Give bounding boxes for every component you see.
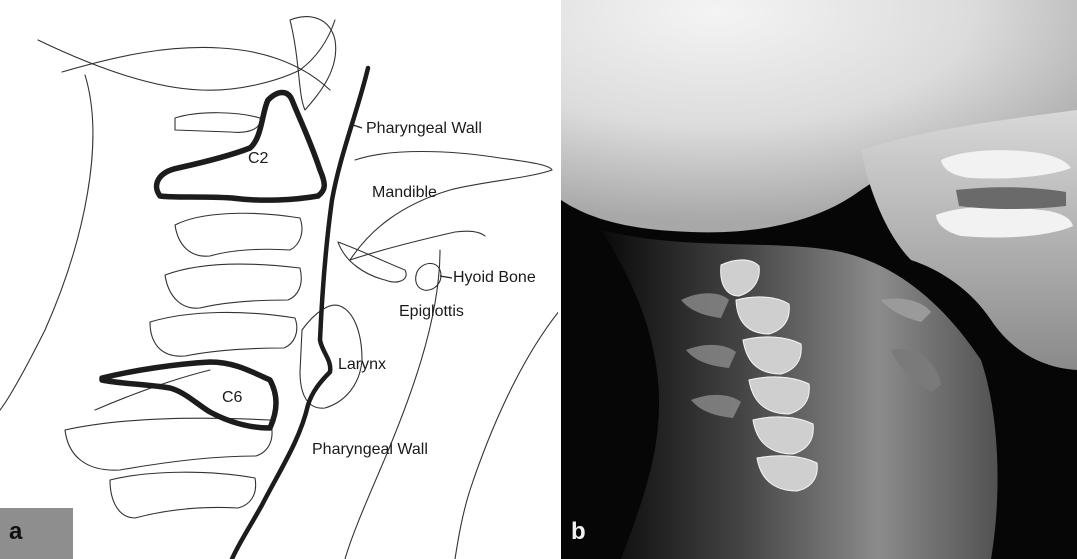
label-larynx: Larynx — [338, 356, 386, 374]
mandible-outline — [350, 152, 552, 261]
c2-bold-outline — [157, 93, 325, 201]
xray-panel-b: b — [561, 0, 1077, 559]
t1-body — [110, 472, 256, 518]
hyoid-leader — [440, 276, 452, 278]
c5-body — [150, 312, 297, 356]
anterior-neck-contour — [345, 250, 440, 559]
panel-b-tag: b — [571, 518, 586, 546]
label-mandible: Mandible — [372, 184, 437, 202]
panel-a-tag: a — [9, 518, 22, 546]
label-pharyngeal-wall-upper: Pharyngeal Wall — [366, 120, 482, 138]
lateral-neck-xray-image — [561, 0, 1077, 559]
label-c2: C2 — [248, 150, 268, 168]
epiglottis-outline — [338, 242, 406, 282]
occiput-contour — [62, 47, 330, 90]
label-c6: C6 — [222, 389, 242, 407]
skin-contour — [455, 310, 558, 559]
diagram-panel-a: Pharyngeal Wall Mandible C2 Hyoid Bone E… — [0, 0, 558, 559]
posterior-neck-contour — [0, 75, 93, 410]
c1-posterior-arch — [175, 113, 260, 133]
label-epiglottis: Epiglottis — [399, 303, 464, 321]
skull-base-outline — [38, 20, 335, 90]
oral-cavity — [956, 187, 1066, 209]
c4-body — [165, 264, 301, 308]
label-hyoid-bone: Hyoid Bone — [453, 269, 536, 287]
label-pharyngeal-wall-lower: Pharyngeal Wall — [312, 441, 428, 459]
c3-body — [175, 213, 302, 256]
atlas-outline — [290, 17, 336, 110]
